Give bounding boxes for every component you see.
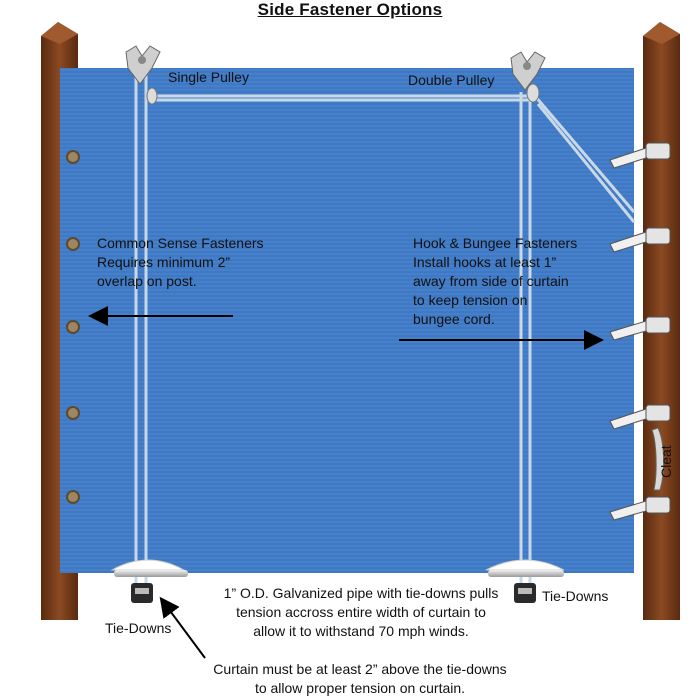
hook-icon [609,142,671,521]
pipe-note: 1” O.D. Galvanized pipe with tie-downs p… [223,585,499,639]
cleat-label: Cleat [658,445,674,478]
curtain-note: Curtain must be at least 2” above the ti… [213,661,507,696]
tie-down-icon [514,583,536,603]
pulley-icon [125,45,161,105]
tie-down-icon [131,583,153,603]
pipe-right [485,559,565,577]
curtain [60,68,634,573]
pipe-left [110,559,188,577]
page-title: Side Fastener Options [257,0,443,19]
single-pulley-label: Single Pulley [168,69,249,85]
double-pulley-label: Double Pulley [408,72,495,88]
pulley-ropes [134,72,636,585]
pulley-icon [510,51,546,103]
annotation-arrows [88,306,604,659]
common-sense-note: Common Sense Fasteners Requires minimum … [97,235,264,289]
tie-downs-right-label: Tie-Downs [542,588,609,604]
cleat-icon [651,427,665,491]
tie-downs-left-label: Tie-Downs [105,620,172,636]
hook-bungee-note: Hook & Bungee Fasteners Install hooks at… [413,235,578,327]
grommet-icon [66,150,80,504]
